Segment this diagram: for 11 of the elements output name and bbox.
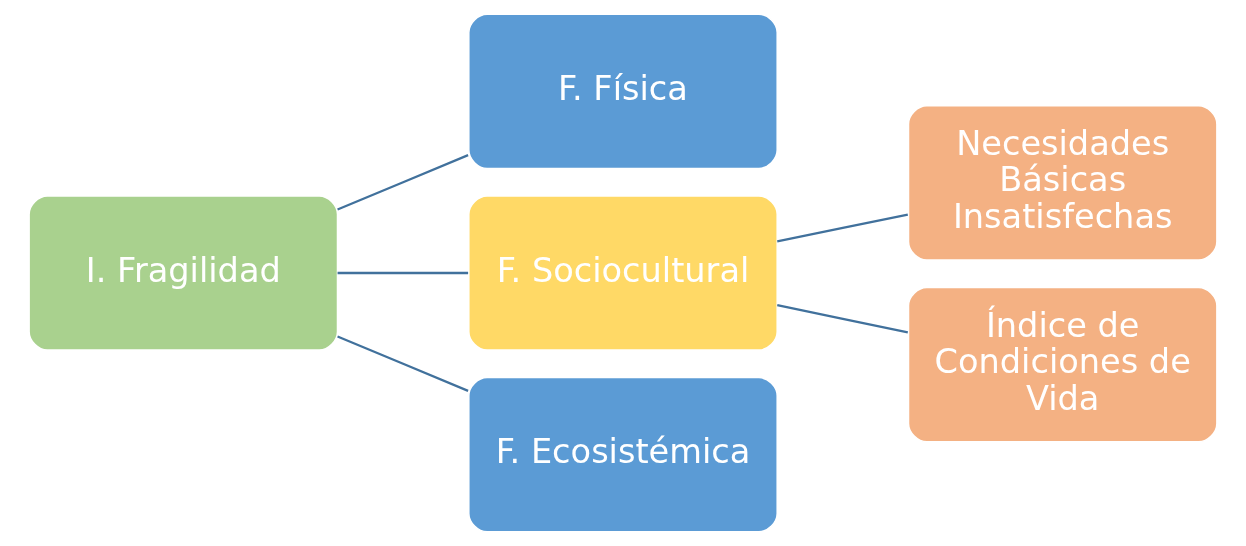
connector — [777, 303, 909, 334]
node-box: Índice de Condiciones de Vida — [907, 286, 1218, 443]
node-box: F. Sociocultural — [468, 195, 778, 351]
node-box: F. Ecosistémica — [468, 376, 778, 533]
node-box: Necesidades Básicas Insatisfechas — [907, 105, 1218, 261]
node-box: F. Física — [468, 13, 778, 170]
connector — [337, 154, 469, 211]
node-box: I. Fragilidad — [28, 195, 339, 351]
connector — [337, 335, 469, 392]
connector — [337, 271, 469, 275]
connector — [777, 213, 909, 243]
